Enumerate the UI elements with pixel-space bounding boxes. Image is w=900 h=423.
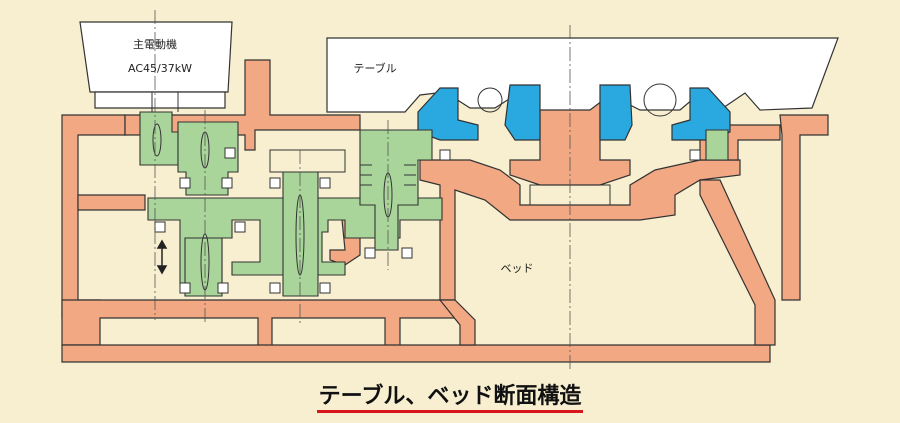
bearing-box: [179, 177, 191, 189]
shaft-slot: [152, 123, 162, 157]
right-guide-block: [705, 129, 729, 161]
bearing-box: [319, 177, 331, 189]
drive-shaft-center: [282, 171, 319, 297]
table-hub: [643, 83, 677, 117]
motor-flange: [94, 91, 226, 109]
motor-body: [79, 21, 233, 93]
bearing-box: [154, 221, 166, 233]
shift-arrow-head-down: [156, 265, 168, 275]
motor-pinion: [139, 111, 179, 166]
bed-opening: [529, 184, 611, 206]
table-outline: [326, 37, 839, 113]
bed-label: ベッド: [501, 262, 534, 275]
bearing-box: [269, 177, 281, 189]
shift-arrow: [156, 239, 168, 275]
table-bearings: [417, 84, 731, 141]
bearing-center-left: [504, 84, 541, 141]
bearing-box: [319, 282, 331, 294]
motor-label: 主電動機: [133, 37, 177, 51]
bed-bottom-rail: [61, 344, 771, 363]
table-label: テーブル: [353, 61, 396, 75]
main-motor: [79, 21, 233, 109]
figure-caption: テーブル、ベッド断面構造: [0, 378, 900, 413]
motor-coupling: [151, 92, 179, 112]
caption-text: テーブル、ベッド断面構造: [316, 384, 584, 413]
bed-base-beam: [61, 299, 456, 351]
shift-arrow-head-up: [156, 239, 168, 249]
bed-right-rib: [699, 179, 776, 346]
bed-right-wall: [779, 114, 829, 301]
bearing-box: [224, 147, 236, 159]
centre-lines: [154, 10, 571, 370]
bearing-box: [221, 177, 233, 189]
gear-teeth: [360, 164, 416, 186]
bearing-boxes: [154, 147, 701, 294]
bearing-box: [179, 282, 191, 294]
bearing-box: [401, 247, 413, 259]
motor-spec-label: AC45/37kW: [128, 62, 192, 75]
drive-shaft-left: [184, 237, 223, 297]
gearbox-left-rib: [77, 194, 146, 211]
bed-left-wall: [61, 114, 126, 319]
bed-opening: [269, 149, 346, 173]
intermediate-gear-1: [177, 121, 239, 196]
bearing-box: [364, 247, 376, 259]
bearing-box: [439, 149, 451, 161]
bearing-box: [689, 149, 701, 161]
table-body: [326, 37, 839, 113]
bearing-box: [269, 282, 281, 294]
table-pinion-shaft: [359, 129, 433, 251]
table-hub: [477, 87, 503, 113]
bearing-box: [217, 282, 229, 294]
bearing-center-right: [599, 84, 633, 141]
bed-lower-diagonal: [438, 299, 476, 346]
bearing-box: [234, 221, 246, 233]
gear-train: [139, 111, 729, 297]
